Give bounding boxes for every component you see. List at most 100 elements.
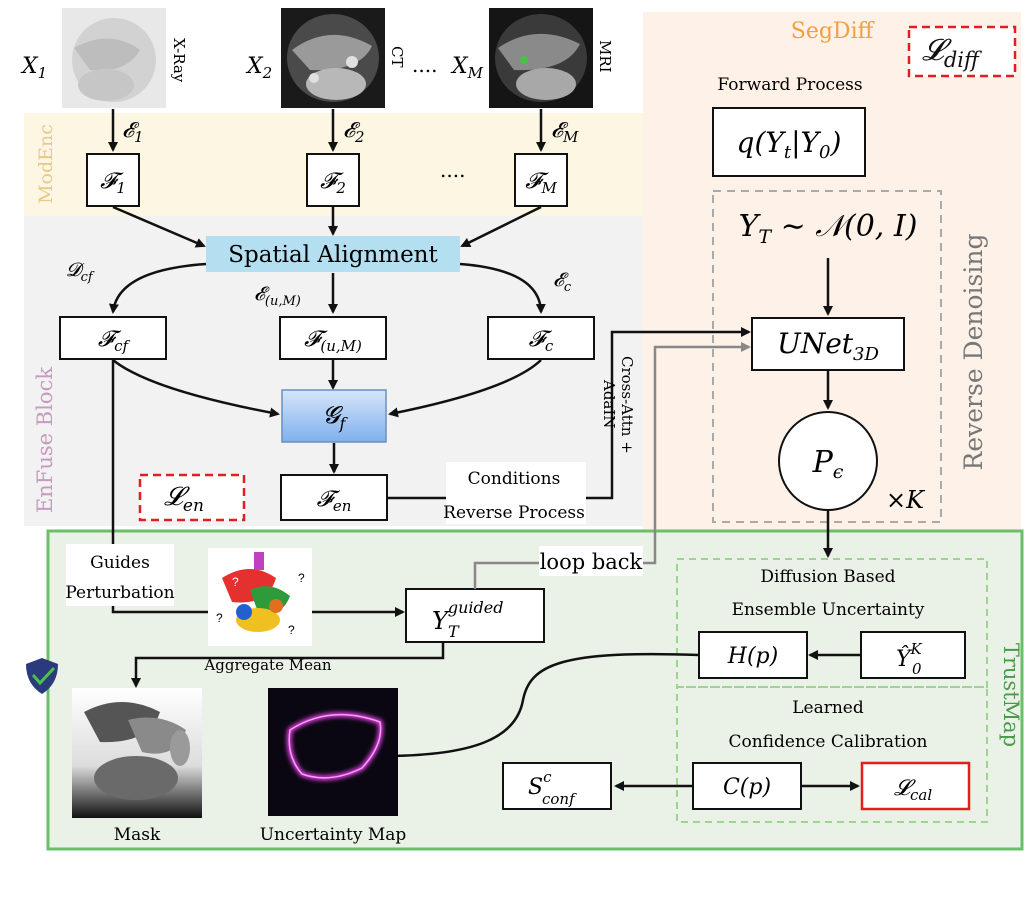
fm-box (514, 153, 568, 207)
guided-box (405, 588, 545, 643)
fcf-sub: cf (114, 337, 130, 355)
cal-loss-sub: cal (910, 786, 932, 804)
calibration-line1: Learned (792, 698, 864, 718)
prior-sub: T (758, 226, 772, 248)
svg-text:Sc: Sc (528, 768, 552, 800)
p-sub: ϵ (833, 461, 844, 483)
svg-text:?: ? (288, 623, 295, 637)
svg-text:Yguided: Yguided (432, 598, 503, 635)
x1-sub: 1 (38, 64, 48, 82)
f1-sub: 1 (116, 179, 126, 197)
ensemble-region (676, 558, 988, 688)
conditions-line2: Reverse Process (443, 503, 585, 523)
diff-loss-sub: diff (944, 48, 982, 72)
prior-rest: ∼ 𝒩(0, I) (771, 209, 917, 244)
xray-label: X-Ray (170, 38, 188, 83)
input-dots: .... (412, 53, 437, 77)
svg-text:𝓓cf: 𝓓cf (66, 259, 95, 285)
svg-text:q(Yt|Y0): q(Yt|Y0) (737, 126, 842, 163)
cross-attn-line2: AdaIN (600, 379, 618, 428)
conditions-line1: Conditions (468, 469, 561, 489)
svg-text:?: ? (298, 571, 305, 585)
x2-var: X (245, 54, 264, 79)
mri-label: MRI (596, 40, 614, 73)
reverse-denoising-label: Reverse Denoising (959, 234, 988, 471)
svg-text:𝓛diff: 𝓛diff (922, 33, 982, 72)
entropy-box (698, 631, 808, 679)
fen-sub: en (333, 497, 352, 515)
loop-back-label-bg (539, 546, 643, 576)
enc1-sub: 1 (134, 128, 144, 146)
svg-text:𝓛cal: 𝓛cal (894, 776, 932, 804)
yhat-box (860, 631, 966, 679)
unet-box (751, 317, 905, 371)
ensemble-line2: Ensemble Uncertainty (732, 600, 925, 620)
q-close: ) (830, 126, 842, 159)
fcf-box (59, 316, 167, 360)
entropy-label: H(p) (727, 644, 778, 669)
calibration-region (676, 686, 988, 823)
xm-var: X (450, 54, 469, 79)
q-box (712, 107, 866, 177)
mask-label: Mask (114, 825, 161, 845)
mask-image (72, 688, 202, 818)
yhat-symbol: Ŷ (896, 645, 913, 672)
svg-text:?: ? (216, 611, 223, 625)
enfuse-title: EnFuse Block (33, 367, 57, 513)
f1-to-align (112, 205, 206, 248)
conditions-label-bg (446, 462, 586, 524)
svg-text:X2: X2 (245, 54, 272, 82)
ct-label: CT (388, 46, 406, 67)
ct-image (281, 8, 385, 108)
guided-sub: T (448, 622, 460, 641)
forward-process-label: Forward Process (717, 75, 862, 95)
modenc-title: ModEnc (35, 124, 57, 204)
guides-label: Guides (90, 553, 150, 573)
shield-check-icon (26, 658, 58, 694)
fum-box (279, 316, 387, 360)
ensemble-line1: Diffusion Based (760, 567, 895, 587)
perturbation-label: Perturbation (65, 583, 174, 603)
xray-image (62, 8, 166, 108)
mri-image (489, 8, 593, 108)
loop-back-label: loop back (540, 550, 643, 574)
guided-to-mask (131, 643, 445, 688)
score-sub: conf (542, 790, 577, 808)
q-mid: |Y (791, 126, 821, 159)
fcf-to-gate (112, 359, 280, 418)
unet-sub: 3D (853, 344, 879, 365)
diff-loss-box (907, 25, 1017, 78)
f2-sub: 2 (335, 179, 346, 197)
calibration-line2: Confidence Calibration (728, 732, 927, 752)
cross-attn-line1: Cross-Attn + (618, 356, 636, 454)
guided-var: Y (432, 607, 450, 635)
svg-text:𝓕en: 𝓕en (317, 487, 352, 515)
gate-box (281, 389, 387, 443)
entropy-to-umap (387, 652, 700, 761)
score-box (502, 762, 612, 810)
x2-sub: 2 (262, 64, 273, 82)
svg-text:X1: X1 (20, 54, 47, 82)
fc-sub: c (545, 337, 554, 355)
fum-sub: (u,M) (320, 337, 362, 355)
conf-box (692, 762, 802, 810)
align-to-fc (459, 262, 546, 314)
align-to-fcf (108, 262, 207, 314)
xm-sub: M (467, 64, 484, 82)
dcf-symbol: 𝓓 (66, 259, 85, 281)
svg-text:Pϵ: Pϵ (812, 445, 844, 483)
p-symbol: P (812, 445, 834, 480)
fm-to-align (460, 205, 542, 248)
times-k: ×K (886, 486, 926, 514)
gate-sub: f (338, 414, 348, 433)
trustmap-title: TrustMap (999, 643, 1023, 747)
q-zero: 0 (819, 142, 830, 163)
eum-sub: (u,M) (265, 294, 301, 309)
f1-box (86, 153, 140, 207)
q-open: q(Y (737, 126, 787, 159)
svg-text:XM: XM (450, 54, 484, 82)
prior-var: Y (739, 209, 762, 244)
fc-to-gate (388, 359, 542, 418)
cal-loss-box (860, 761, 971, 811)
